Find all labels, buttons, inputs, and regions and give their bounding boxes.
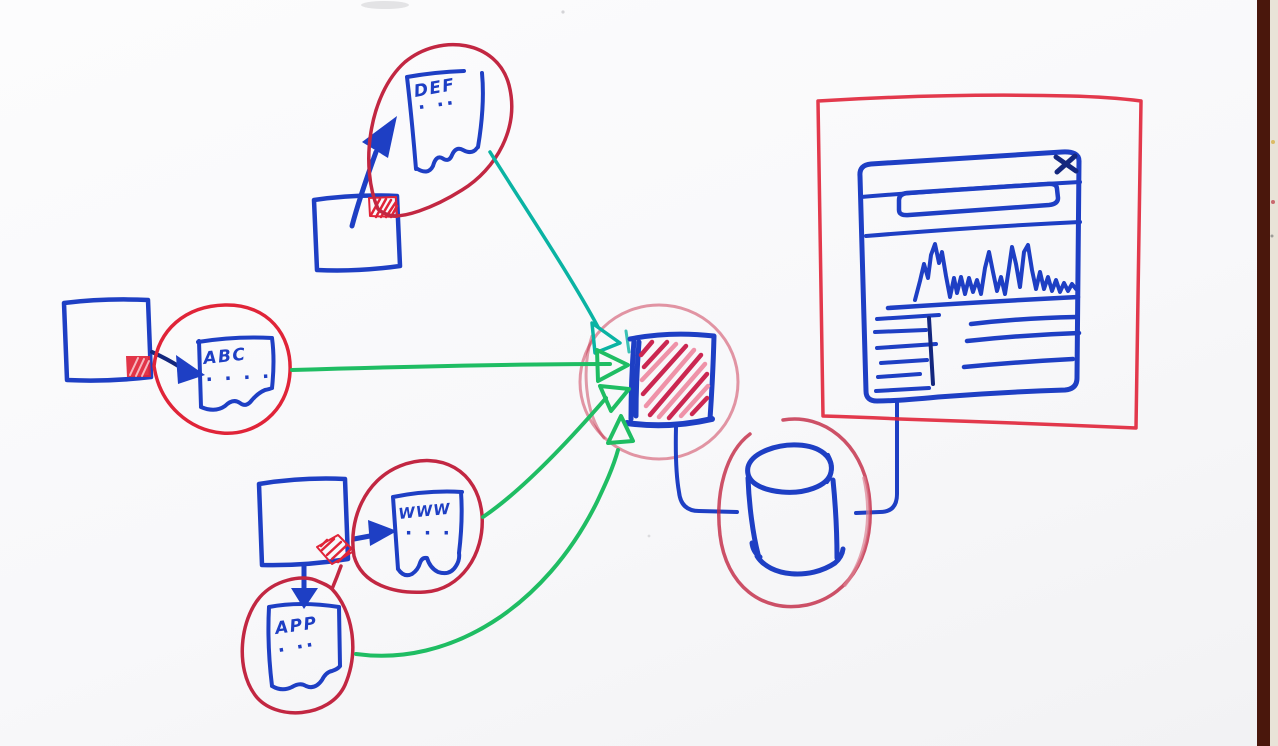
flow-app-shaft [354,448,620,658]
aggregation-node [578,303,740,461]
zoom-arrow-abc [150,350,205,384]
doc-ellipsis-abc: · · · · [205,366,272,391]
browser-outline [857,149,1082,404]
cylinder-bottom [749,540,846,577]
hatch-light-lines [639,341,711,420]
patch-hatch [129,357,150,377]
source-square-abc [61,297,205,384]
cylinder-left-wall [745,475,761,557]
edge-fleck [1271,200,1275,204]
wall-strip [1257,0,1270,746]
sidebar-list-lines [873,313,941,393]
square-teal-tick [624,329,631,354]
edge-fleck [1271,140,1275,144]
source-square-outline [311,193,403,273]
cylinder-top [745,442,834,495]
arrow-shaft [351,533,373,542]
speck [561,10,565,14]
toolbar-divider [864,220,1082,238]
db-balloon-highlight [843,476,870,587]
document-outline [405,69,485,174]
flow-abc-arrowhead-icon [595,348,630,383]
zoom-balloon [152,303,292,435]
source-square-www-app [256,476,397,609]
cylinder-right-wall [830,477,840,561]
callout-www: WWW · · · [351,458,484,595]
database-cylinder-icon [745,442,846,577]
database-group [673,401,899,609]
callout-app: APP · ·· [240,564,355,715]
flow-def-shaft [488,150,600,329]
panel-frame [816,93,1143,430]
zoom-arrow-www [351,520,397,546]
smudge-mark [361,1,409,9]
square-outline [627,331,717,422]
square-bottom-edge [624,416,715,429]
arrow-head-icon [176,355,205,384]
flow-app-arrowhead-icon [606,414,635,445]
node-circle [578,303,740,461]
doc-ellipsis-def: · ·· [417,92,458,119]
output-panel [816,93,1143,430]
doc-label-abc: ABC [200,345,247,370]
document-outline [391,489,464,578]
body-text-lines [961,314,1082,370]
callout-def: DEF · ·· [367,42,514,218]
doc-label-www: WWW [398,500,453,523]
close-icon [1053,153,1079,175]
arrow-shaft [349,149,379,229]
wall-edge [1257,0,1278,746]
hatch-dark-lines [638,339,710,421]
document-def: DEF · ·· [405,69,485,174]
address-bar-sketch [896,181,1061,218]
document-www: WWW · · · [391,489,464,578]
db-balloon [717,417,872,609]
node-circle-shade [584,334,606,440]
connector-browser-to-db [854,401,899,515]
patch-hatch [319,537,353,564]
cylinder-top-hook [825,453,834,484]
speck [647,534,651,538]
corner-patch-abc [126,356,151,377]
source-square-outline [256,476,351,568]
document-outline [196,335,276,412]
zoom-balloon [240,564,355,715]
flow-www-arrowhead-icon [598,384,631,413]
browser-window-sketch [857,149,1082,404]
board-smudges [361,1,651,538]
flow-www-shaft [481,396,608,519]
flow-lines [290,150,635,658]
hatched-square [624,329,717,429]
zoom-arrow-def [349,116,397,229]
content-divider [885,294,1081,311]
arrow-head-icon [362,116,397,158]
arrow-head-icon [291,588,318,609]
edge-fleck [1270,234,1274,238]
document-outline [266,602,342,692]
zoom-balloon [351,458,484,595]
connector-node-to-db [673,425,739,514]
doc-ellipsis-www: · · · [405,522,452,544]
callout-abc: ABC · · · · [152,303,292,435]
document-app: APP · ·· [266,602,342,692]
zoom-balloon [367,42,514,218]
flow-def-arrowhead-icon [590,321,622,355]
source-square-def [311,116,403,273]
line-chart-sketch [913,242,1078,302]
document-abc: ABC · · · · [196,335,276,412]
board-edge-light [1269,0,1278,746]
flow-abc-shaft [290,362,612,372]
arrow-head-icon [368,520,397,546]
sidebar-divider [927,316,935,386]
